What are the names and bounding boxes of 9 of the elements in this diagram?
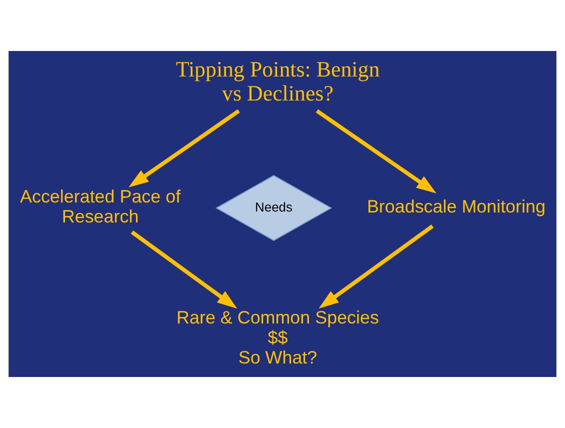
node-text: Broadscale Monitoring	[366, 196, 546, 216]
node-diamond: Needs	[215, 175, 332, 241]
arrow	[316, 109, 436, 194]
node-text: Accelerated Pace of Research	[20, 186, 181, 226]
arrow	[128, 109, 240, 188]
node-text: Tipping Points: Benign vs Declines?	[176, 56, 380, 106]
arrow	[130, 230, 238, 309]
arrow	[318, 224, 434, 308]
node-text: Rare & Common Species $$ So What?	[176, 308, 379, 368]
